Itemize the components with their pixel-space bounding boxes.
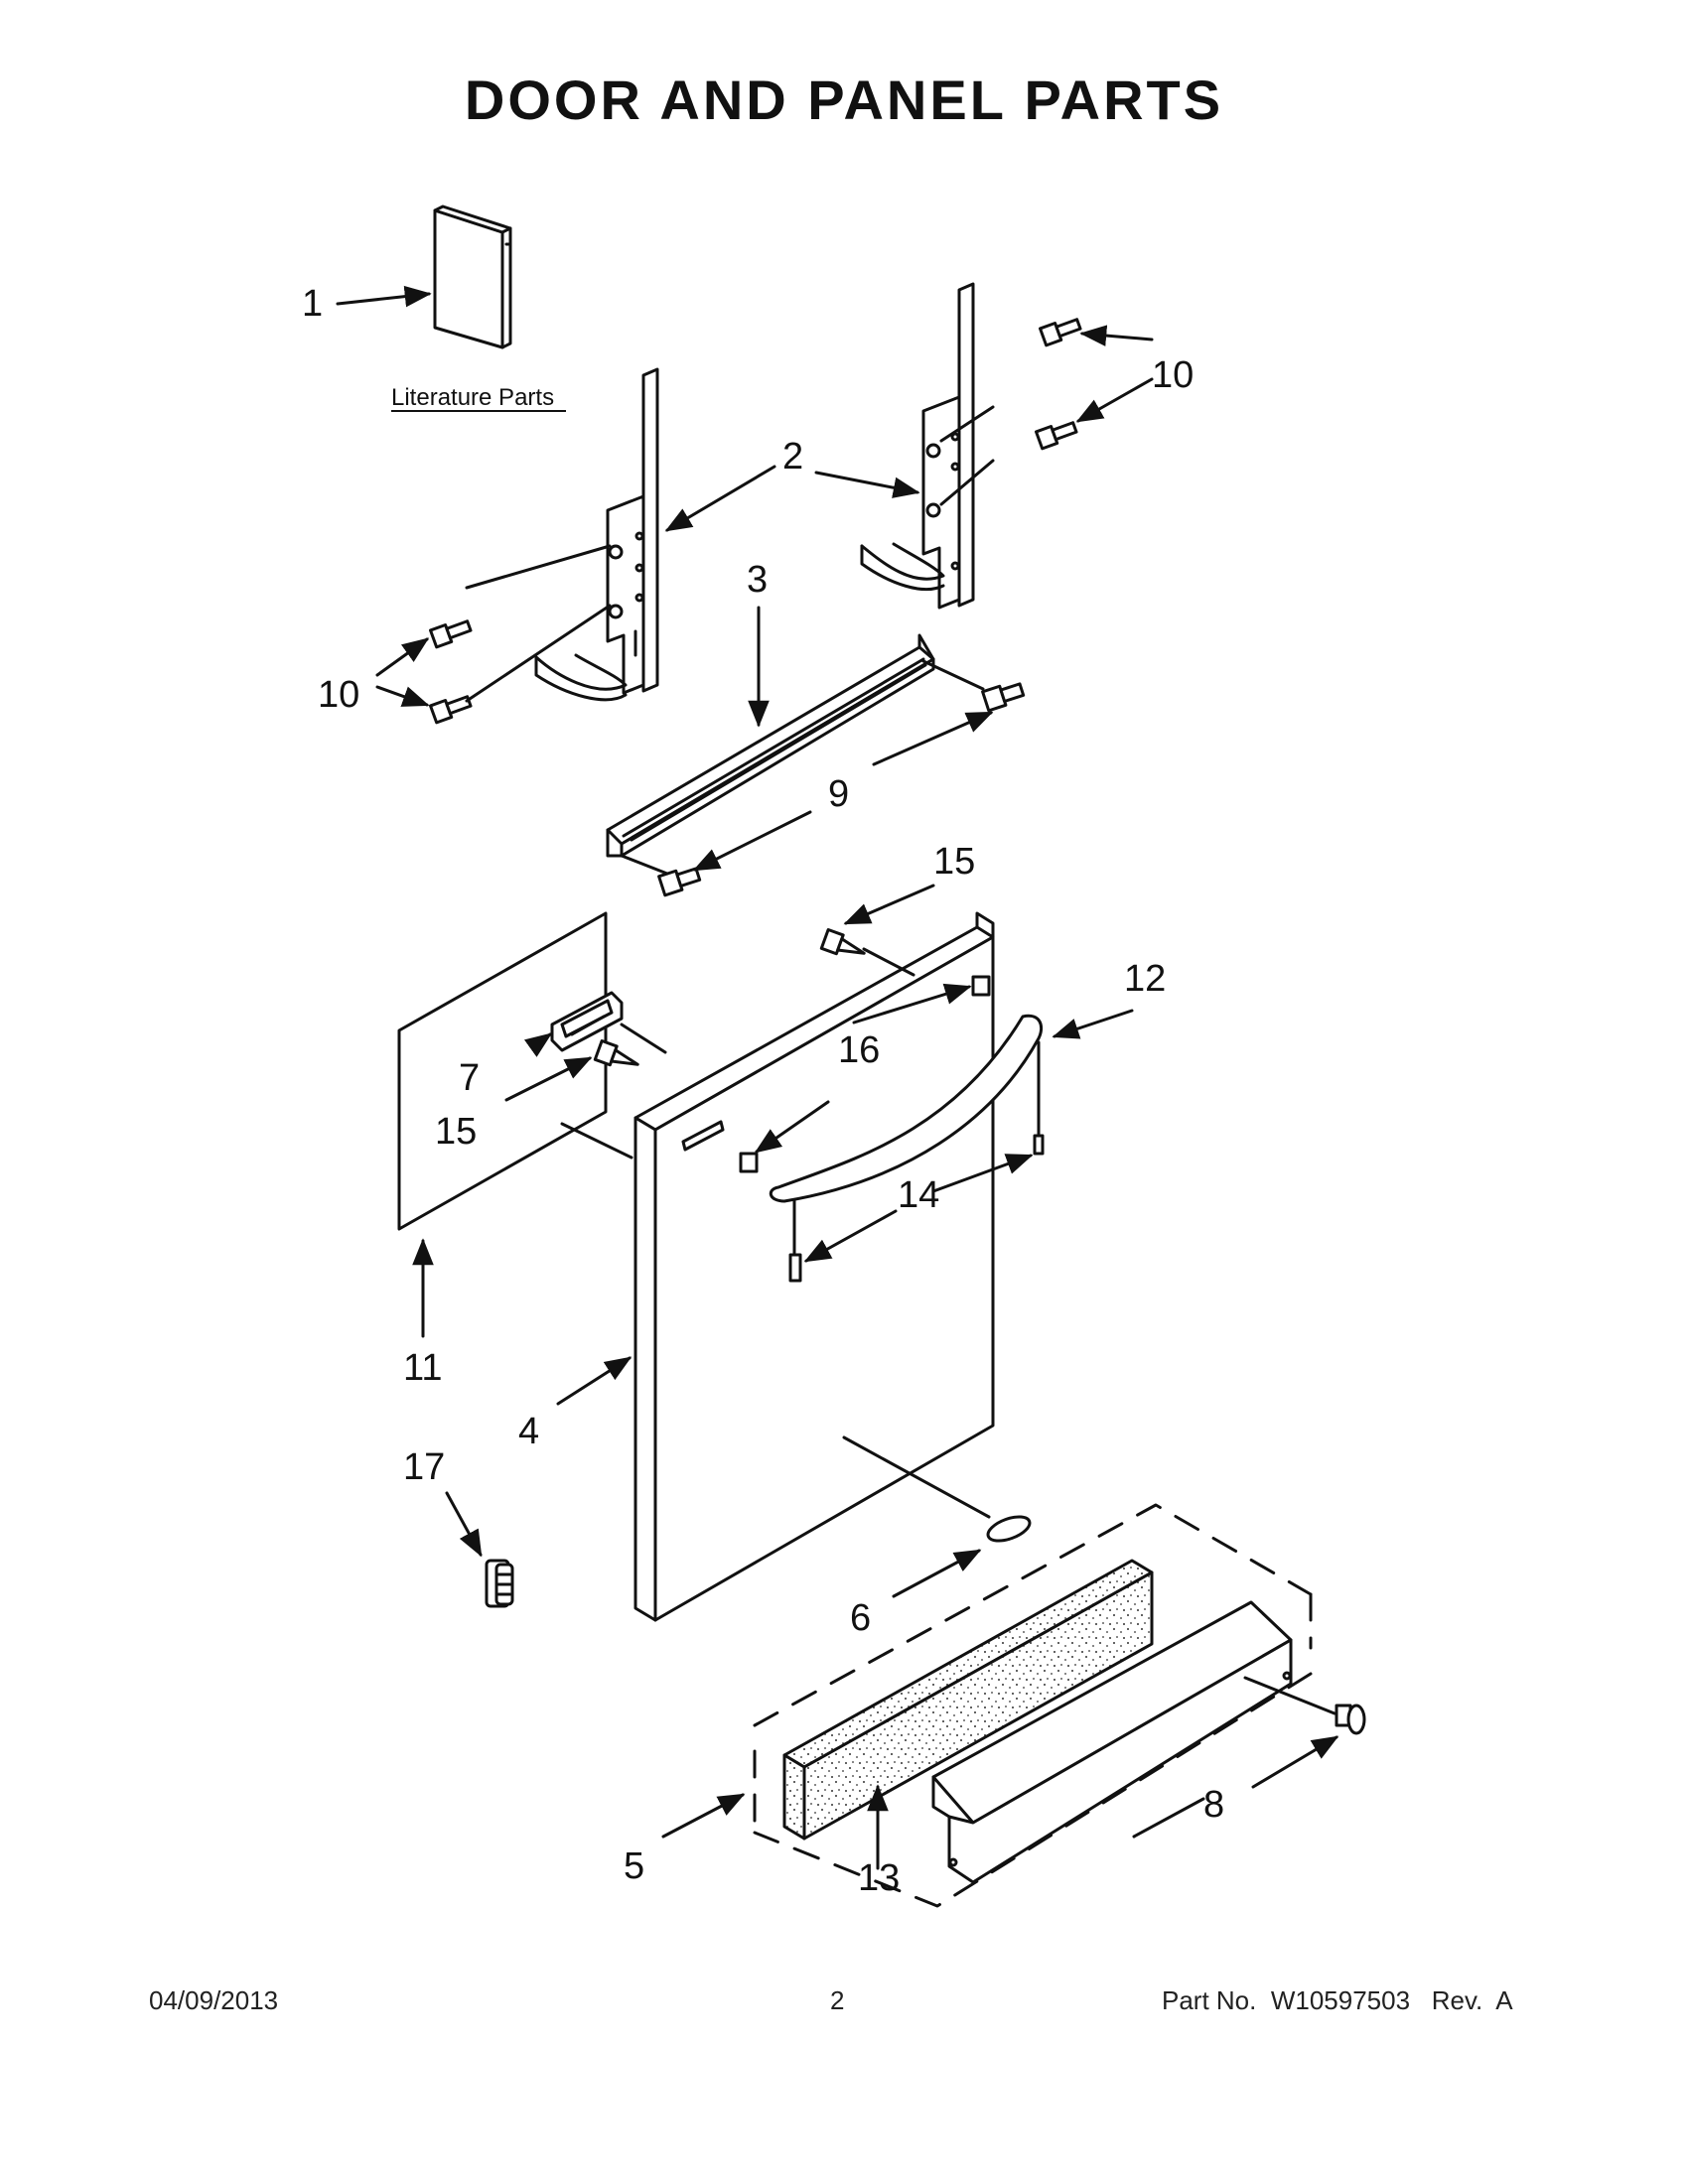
- outer-door-panel-part: [633, 911, 995, 1622]
- callout-16: 16: [838, 1029, 880, 1071]
- callout-5: 5: [624, 1845, 644, 1887]
- callout-11: 11: [403, 1347, 442, 1389]
- callout-10-right: 10: [1152, 354, 1194, 396]
- callout-2: 2: [782, 436, 803, 478]
- literature-parts-label: Literature Parts: [391, 384, 554, 411]
- callout-4: 4: [518, 1411, 539, 1452]
- callout-leader-lines: [336, 285, 1339, 1870]
- callout-9: 9: [828, 773, 849, 815]
- panel-screw-part: [593, 927, 866, 1067]
- hinge-screw-part: [429, 318, 1082, 725]
- callout-3: 3: [747, 559, 768, 601]
- page-title: DOOR AND PANEL PARTS: [464, 68, 1224, 131]
- literature-booklet-part: [433, 205, 512, 349]
- toe-panel-screw-part: [1335, 1704, 1366, 1735]
- callout-17: 17: [403, 1446, 445, 1488]
- toe-kick-panel-part: [931, 1600, 1293, 1884]
- right-hinge-bracket-part: [860, 282, 975, 610]
- handle-stud-part: [788, 1134, 1045, 1283]
- callout-12: 12: [1124, 958, 1166, 1000]
- footer-part-number: Part No. W10597503 Rev. A: [1162, 1985, 1513, 2015]
- toe-panel-kit-outline: [753, 1503, 1313, 1908]
- footer-date: 04/09/2013: [149, 1985, 279, 2015]
- callout-labels: 1 2 3 4 5 6 7 8 9 10 10 11 12 13 14 15 1…: [302, 283, 1224, 1899]
- callout-10-left: 10: [318, 674, 359, 716]
- callout-13: 13: [858, 1857, 900, 1899]
- callout-14: 14: [898, 1174, 939, 1216]
- badge-part: [986, 1515, 1032, 1543]
- top-channel-part: [606, 633, 935, 858]
- callout-1: 1: [302, 283, 323, 325]
- callout-8: 8: [1203, 1784, 1224, 1826]
- callout-6: 6: [850, 1597, 871, 1639]
- door-handle-part: [769, 1014, 1044, 1203]
- insulation-strip-part: [782, 1559, 1154, 1841]
- callout-15-left: 15: [435, 1111, 477, 1153]
- callout-15-top: 15: [933, 841, 975, 883]
- clip-part: [485, 1559, 514, 1608]
- handle-nut-part: [739, 975, 991, 1173]
- callout-7: 7: [459, 1057, 480, 1099]
- left-hinge-bracket-part: [534, 367, 659, 702]
- door-panel-sheet-part: [397, 911, 608, 1231]
- footer-page-number: 2: [830, 1985, 845, 2015]
- channel-screw-part: [657, 682, 1026, 897]
